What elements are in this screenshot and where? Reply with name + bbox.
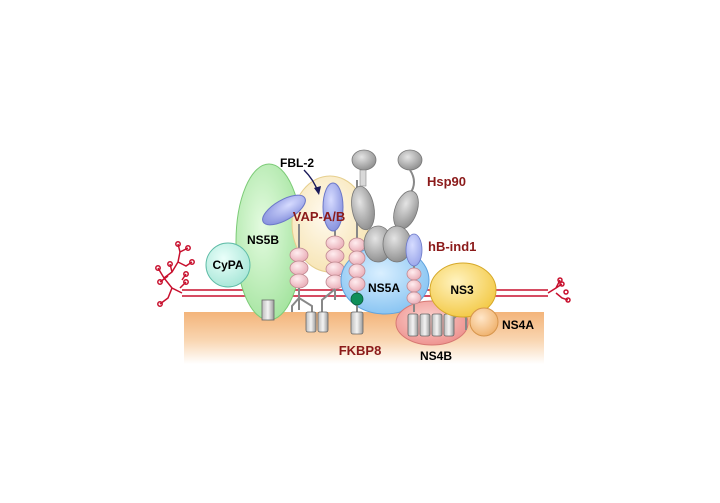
cypa-protein: [205, 242, 251, 288]
vap-left-stalk: [289, 224, 313, 318]
fkbp8-dot: [350, 292, 364, 306]
hbind1-protein: [405, 233, 423, 312]
ns5b-membrane-anchor: [261, 299, 275, 321]
label-hbind1: hB-ind1: [428, 239, 476, 254]
vap-tm-segments: [305, 311, 329, 333]
label-fbl2: FBL-2: [280, 156, 314, 170]
label-vapab: VAP-A/B: [293, 209, 345, 224]
label-ns4a: NS4A: [502, 318, 534, 332]
label-ns5b: NS5B: [247, 233, 279, 247]
label-fkbp8: FKBP8: [339, 343, 382, 358]
vap-right-domain: [322, 182, 344, 232]
hsp90-protein: [351, 149, 423, 263]
label-hsp90: Hsp90: [427, 174, 466, 189]
label-cypa: CyPA: [212, 258, 243, 272]
rna-3prime-structure: [547, 277, 571, 303]
label-ns3: NS3: [450, 283, 474, 297]
fkbp8-stalk: [348, 180, 366, 335]
ns4a-protein: [469, 307, 499, 337]
rna-5prime-structure: [155, 241, 195, 307]
label-ns5a: NS5A: [368, 281, 400, 295]
label-ns4b: NS4B: [420, 349, 452, 363]
fbl2-arrow: [303, 169, 321, 195]
vap-left-domain: [262, 194, 306, 226]
ns3-protein: [429, 262, 497, 318]
